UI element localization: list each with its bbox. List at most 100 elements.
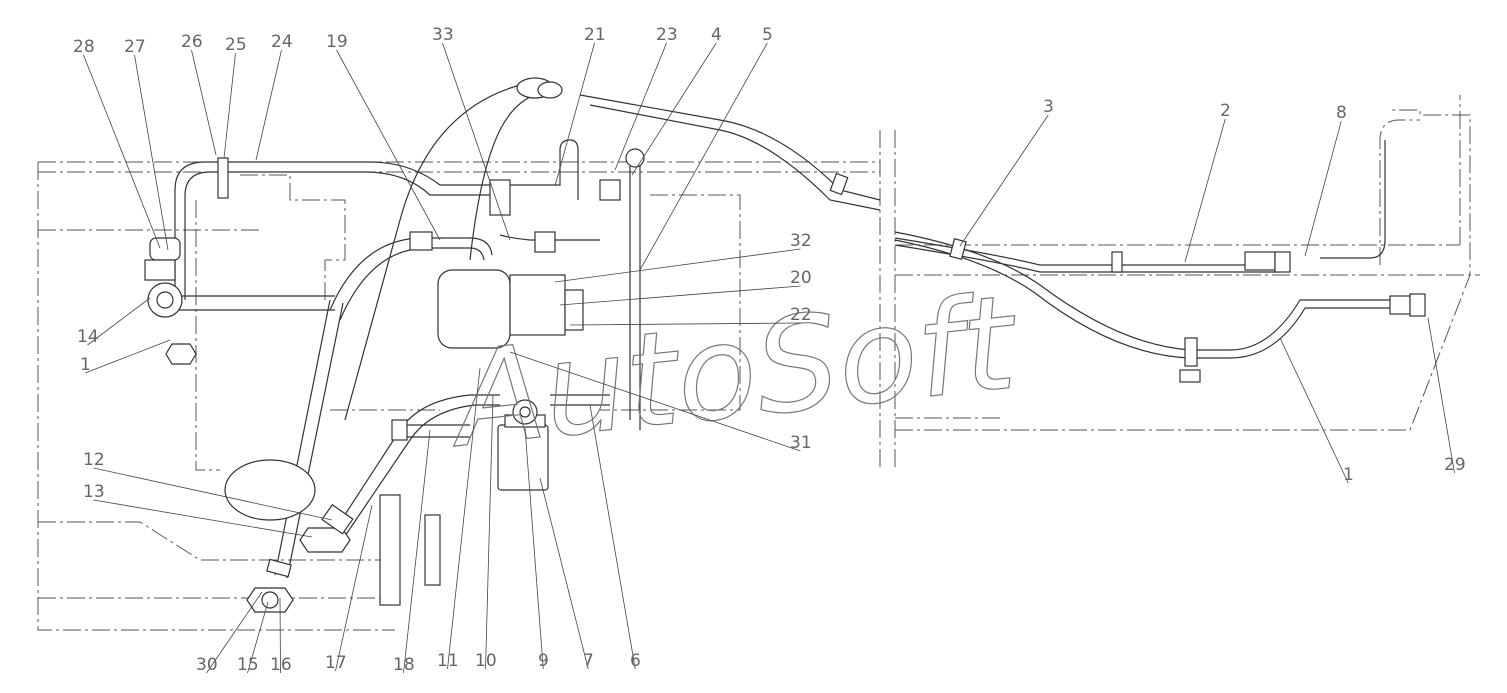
callout-c33: 33 bbox=[432, 25, 511, 241]
callout-number: 17 bbox=[325, 653, 347, 673]
leader-line bbox=[631, 42, 717, 176]
callout-number: 5 bbox=[762, 25, 773, 45]
leader-line bbox=[442, 42, 511, 241]
callout-c6: 6 bbox=[589, 404, 641, 671]
callout-number: 32 bbox=[790, 231, 812, 251]
leader-line bbox=[509, 351, 801, 452]
callout-number: 24 bbox=[271, 32, 293, 52]
callout-c19: 19 bbox=[326, 32, 441, 241]
leader-line bbox=[93, 499, 313, 538]
callout-number: 30 bbox=[196, 655, 218, 675]
callout-number: 2 bbox=[1220, 101, 1231, 121]
callout-c21: 21 bbox=[554, 25, 606, 187]
leader-line bbox=[255, 49, 282, 161]
leader-line bbox=[1184, 118, 1226, 263]
callout-number: 25 bbox=[225, 35, 247, 55]
callout-c32: 32 bbox=[554, 231, 812, 283]
callout-number: 1 bbox=[1343, 465, 1354, 485]
leader-line bbox=[85, 339, 171, 374]
callout-c1b: 1 bbox=[1279, 337, 1354, 485]
callout-c24: 24 bbox=[255, 32, 293, 161]
callout-c22: 22 bbox=[569, 305, 812, 326]
leader-line bbox=[589, 404, 636, 670]
callout-c8: 8 bbox=[1304, 103, 1347, 257]
callout-number: 19 bbox=[326, 32, 348, 52]
callout-c28: 28 bbox=[73, 37, 161, 249]
callout-number: 31 bbox=[790, 433, 812, 453]
callout-c26: 26 bbox=[181, 32, 217, 156]
callout-number: 7 bbox=[583, 651, 594, 671]
callout-c13: 13 bbox=[83, 482, 313, 538]
leader-line bbox=[336, 49, 441, 241]
callout-c5: 5 bbox=[639, 25, 773, 271]
callout-number: 26 bbox=[181, 32, 203, 52]
leader-line bbox=[134, 54, 169, 251]
callout-number: 14 bbox=[77, 327, 99, 347]
callout-number: 13 bbox=[83, 482, 105, 502]
leader-line bbox=[247, 601, 269, 674]
leader-line bbox=[1427, 317, 1455, 474]
callout-c1a: 1 bbox=[80, 339, 171, 375]
callout-c18: 18 bbox=[393, 429, 431, 675]
callout-c3: 3 bbox=[959, 97, 1054, 247]
leader-line bbox=[554, 248, 801, 283]
callout-c25: 25 bbox=[223, 35, 247, 159]
callout-number: 9 bbox=[538, 651, 549, 671]
leader-line bbox=[539, 477, 589, 670]
leader-line bbox=[93, 467, 333, 521]
callout-number: 3 bbox=[1043, 97, 1054, 117]
callout-number: 21 bbox=[584, 25, 606, 45]
leader-line bbox=[1304, 120, 1342, 257]
leader-line bbox=[335, 504, 373, 672]
leader-line bbox=[554, 42, 595, 187]
leader-line bbox=[569, 322, 801, 326]
callout-number: 11 bbox=[437, 651, 459, 671]
leader-line bbox=[614, 42, 667, 171]
components bbox=[144, 77, 1426, 613]
callout-c17: 17 bbox=[325, 504, 373, 673]
leader-line bbox=[559, 285, 801, 306]
callout-c9: 9 bbox=[524, 427, 549, 671]
callout-c12: 12 bbox=[83, 450, 333, 521]
leader-line bbox=[447, 367, 481, 670]
leader-line bbox=[524, 427, 544, 670]
callout-number: 20 bbox=[790, 268, 812, 288]
callout-number: 23 bbox=[656, 25, 678, 45]
callout-number: 29 bbox=[1444, 455, 1466, 475]
callout-number: 16 bbox=[270, 655, 292, 675]
callout-c27: 27 bbox=[124, 37, 169, 251]
leader-line bbox=[485, 394, 494, 670]
callout-c30: 30 bbox=[196, 591, 263, 675]
callout-c16: 16 bbox=[270, 597, 292, 675]
leader-line bbox=[1279, 337, 1349, 484]
callout-c4: 4 bbox=[631, 25, 722, 176]
callout-c29: 29 bbox=[1427, 317, 1466, 475]
callout-c7: 7 bbox=[539, 477, 594, 671]
chassis-outline bbox=[37, 95, 1480, 631]
callout-number: 28 bbox=[73, 37, 95, 57]
callout-number: 12 bbox=[83, 450, 105, 470]
leader-line bbox=[403, 429, 431, 674]
leader-line bbox=[83, 54, 161, 249]
callout-c31: 31 bbox=[509, 351, 812, 453]
leader-line bbox=[959, 114, 1049, 247]
callout-number: 15 bbox=[237, 655, 259, 675]
callout-c10: 10 bbox=[475, 394, 497, 671]
callout-number: 22 bbox=[790, 305, 812, 325]
callout-c14: 14 bbox=[77, 297, 151, 347]
callout-number: 4 bbox=[711, 25, 722, 45]
callout-number: 27 bbox=[124, 37, 146, 57]
callout-number: 18 bbox=[393, 655, 415, 675]
callout-number: 33 bbox=[432, 25, 454, 45]
callout-c2: 2 bbox=[1184, 101, 1231, 263]
leader-line bbox=[87, 297, 151, 346]
leader-line bbox=[639, 42, 768, 271]
callout-c15: 15 bbox=[237, 601, 269, 675]
callout-number: 1 bbox=[80, 355, 91, 375]
leader-line bbox=[206, 591, 263, 674]
leader-line bbox=[223, 52, 236, 159]
callout-c20: 20 bbox=[559, 268, 812, 306]
callout-number: 10 bbox=[475, 651, 497, 671]
